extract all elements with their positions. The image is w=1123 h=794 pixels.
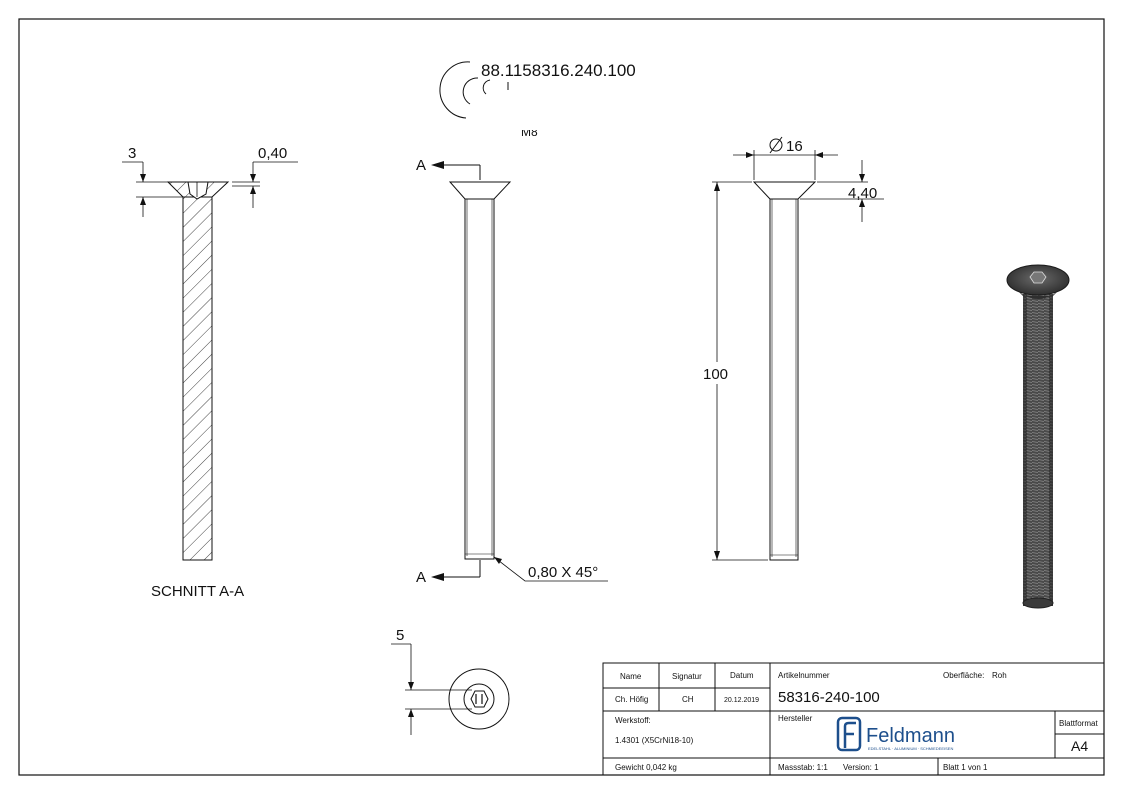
side-shank [769, 198, 799, 561]
massstab: Massstab: 1:1 [778, 763, 828, 772]
section-label: SCHNITT A-A [151, 583, 244, 600]
logo-name: Feldmann [866, 725, 955, 747]
dim-head-height: 4,40 [848, 185, 877, 202]
dim-recess-offset: 0,40 [258, 145, 287, 162]
drawing-date: 20.12.2019 [724, 697, 759, 704]
dim-length: 100 [703, 366, 728, 383]
dim-chamfer: 0,80 X 45° [528, 564, 598, 581]
screw-3d-render [1006, 264, 1070, 609]
author-name: Ch. Höfig [615, 695, 648, 704]
title-block [602, 662, 1105, 776]
blattformat-value: A4 [1071, 738, 1088, 754]
dim-head-diameter: 16 [786, 138, 803, 155]
top-view: 5 [391, 627, 510, 735]
author-signature: CH [682, 695, 694, 704]
title-block-text: Name Signatur Datum Ch. Höfig CH 20.12.2… [615, 671, 1098, 772]
part-number-stamp: 88.1158316.240.100 M8 [439, 61, 636, 139]
top-hex-socket [470, 690, 489, 708]
hersteller-label: Hersteller [778, 714, 813, 723]
version: Version: 1 [843, 763, 879, 772]
section-marker-top: A [416, 157, 426, 174]
stamp-number: 88.1158316.240.100 [481, 61, 636, 80]
werkstoff-label: Werkstoff: [615, 716, 651, 725]
header-name: Name [620, 672, 642, 681]
section-hatched-shank [182, 196, 213, 561]
render-hex-recess [1029, 271, 1047, 284]
section-hex-recess [187, 181, 209, 200]
header-datum: Datum [730, 671, 754, 680]
side-view: 16 4,40 100 [703, 136, 884, 561]
feldmann-logo: Feldmann EDELSTAHL · ALUMINIUM · SCHMIED… [836, 716, 955, 752]
dim-head-depth: 3 [128, 145, 136, 162]
blatt: Blatt 1 von 1 [943, 763, 988, 772]
section-marker-bottom: A [416, 569, 426, 586]
blattformat-label: Blattformat [1059, 719, 1098, 728]
front-shank [464, 198, 495, 560]
gewicht: Gewicht 0,042 kg [615, 763, 677, 772]
oberflaeche-label: Oberfläche: [943, 671, 984, 680]
logo-tagline: EDELSTAHL · ALUMINIUM · SCHMIEDEEISEN [868, 746, 953, 751]
oberflaeche-value: Roh [992, 671, 1007, 680]
header-signatur: Signatur [672, 672, 702, 681]
side-head [752, 181, 817, 200]
werkstoff-value: 1.4301 (X5CrNi18-10) [615, 736, 694, 745]
front-head [448, 181, 512, 200]
dim-hex-size: 5 [396, 627, 404, 644]
front-view: A A 0,80 X 45° [416, 157, 608, 586]
section-view: 3 0,40 SCHNITT A-A [122, 145, 298, 600]
artikel-label: Artikelnummer [778, 671, 830, 680]
artikel-number: 58316-240-100 [778, 689, 880, 706]
drawing-border [18, 18, 1105, 776]
